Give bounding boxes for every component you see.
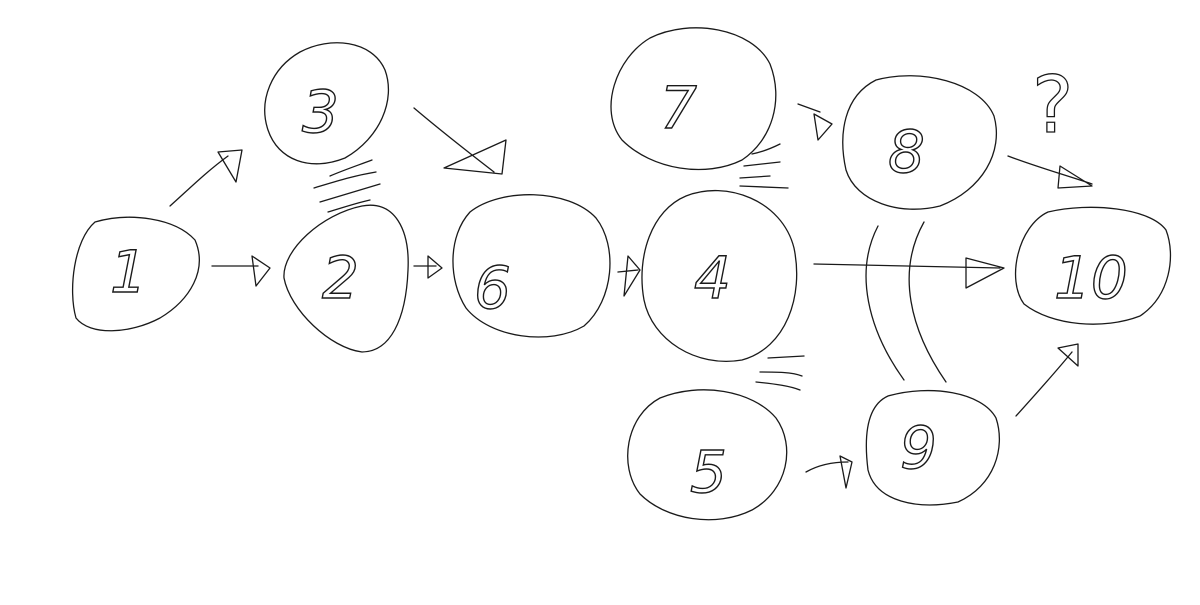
node-8-label: 8	[888, 118, 925, 186]
edge-5-9	[805, 455, 853, 489]
edge-8-10	[1007, 155, 1093, 189]
node-6-label: 6	[474, 254, 511, 322]
arrowhead-icon	[443, 139, 507, 175]
edge-2-6	[413, 255, 443, 279]
node-10-label: 10	[1054, 244, 1128, 312]
node-9: 9	[865, 389, 1000, 506]
node-5-label: 5	[690, 438, 727, 506]
arrowhead-icon	[965, 257, 1005, 289]
node-6-outline	[452, 194, 611, 338]
edge-7-8	[797, 103, 833, 141]
edge-3-6	[413, 107, 507, 175]
node-2-label: 2	[322, 244, 359, 312]
node-10: 10	[1015, 206, 1172, 325]
node-2-outline	[283, 204, 409, 353]
node-9-outline	[865, 389, 1000, 506]
node-5-outline	[627, 389, 788, 521]
curved-connectors	[865, 221, 947, 383]
node-1: 1	[71, 216, 200, 332]
node-3: 3	[264, 42, 390, 165]
node-7-outline	[610, 27, 777, 171]
question-mark-annotation: ?	[1032, 61, 1073, 151]
arrowhead-icon	[813, 113, 833, 141]
node-10-outline	[1015, 206, 1172, 325]
node-8-outline	[842, 75, 998, 210]
node-9-label: 9	[900, 414, 937, 482]
edge-4-10	[813, 257, 1005, 289]
edge-6-4	[617, 255, 641, 297]
arrowhead-icon	[1057, 343, 1079, 367]
edge-1-3	[169, 149, 243, 207]
node-6: 6	[452, 194, 611, 338]
node-7: 7	[610, 27, 777, 171]
hatch-marks	[313, 143, 805, 391]
arrowhead-icon	[427, 255, 443, 279]
node-8: 8	[842, 75, 998, 210]
node-1-outline	[71, 216, 200, 332]
node-1-label: 1	[110, 238, 147, 306]
edge-1-2	[211, 255, 271, 287]
arrowhead-icon	[839, 455, 853, 489]
node-4-label: 4	[694, 244, 731, 312]
node-2: 2	[283, 204, 409, 353]
node-3-label: 3	[302, 78, 339, 146]
arrowhead-icon	[1057, 165, 1093, 189]
edge-9-10	[1015, 343, 1079, 417]
node-7-label: 7	[660, 74, 697, 142]
arrowhead-icon	[623, 255, 641, 297]
node-4-outline	[641, 189, 798, 362]
node-4: 4	[641, 189, 798, 362]
arrowhead-icon	[251, 255, 271, 287]
node-5: 5	[627, 389, 788, 521]
arrowhead-icon	[217, 149, 243, 183]
node-3-outline	[264, 42, 390, 165]
